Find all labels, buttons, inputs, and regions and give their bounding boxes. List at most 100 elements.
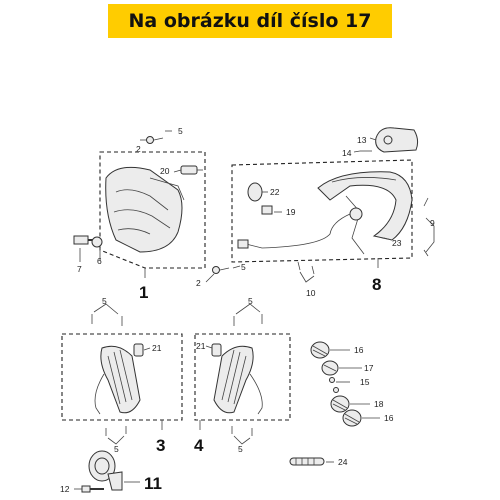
- nut-top: [146, 136, 154, 144]
- headlight-lens-line: [117, 228, 151, 235]
- screw-10b: [311, 265, 315, 275]
- callout-3: 3: [156, 436, 165, 455]
- headlight-housing: [105, 166, 183, 253]
- tail-light-housing: [317, 171, 413, 241]
- tail-light-assembly: 22 19 23 9 10 8: [231, 159, 435, 298]
- reflector-parts: 16 17 15 18 16: [310, 341, 394, 427]
- headlight-lens-line: [115, 189, 169, 211]
- screw-bottom: [219, 267, 230, 271]
- leader-line: [205, 345, 213, 349]
- screw-9-top: [423, 197, 429, 207]
- callout-1: 1: [139, 283, 148, 302]
- callout-8: 8: [372, 275, 381, 294]
- callout-22: 22: [270, 187, 280, 197]
- callout-6: 6: [97, 256, 102, 266]
- reflector-texture: [344, 413, 360, 425]
- tail-light-detail: [331, 177, 397, 255]
- callout-4: 4: [194, 436, 204, 455]
- callout-10: 10: [306, 288, 316, 298]
- leader-line: [233, 435, 251, 445]
- reflector-texture: [323, 364, 337, 372]
- right-indicator-stripes: [221, 349, 247, 405]
- tail-light-group-box: [231, 159, 413, 263]
- reflector-texture: [332, 399, 348, 411]
- reflector-texture: [312, 345, 328, 357]
- part-24: 24: [289, 457, 348, 467]
- title-banner: Na obrázku díl číslo 17: [108, 4, 392, 38]
- callout-5: 5: [241, 262, 246, 272]
- callout-2: 2: [136, 144, 141, 154]
- leader-line: [299, 271, 315, 283]
- tail-bulb: [247, 182, 263, 202]
- bolt-head: [73, 235, 89, 245]
- callout-5: 5: [102, 296, 107, 306]
- washer: [91, 236, 103, 248]
- leader-line: [232, 265, 241, 269]
- callout-21: 21: [152, 343, 162, 353]
- callout-19: 19: [286, 207, 296, 217]
- horn-bolt-head: [81, 485, 91, 493]
- leader-line: [143, 347, 151, 351]
- callout-11: 11: [144, 474, 162, 493]
- nut-15b: [333, 387, 339, 393]
- callout-7: 7: [77, 264, 82, 274]
- screw-top: [153, 137, 164, 141]
- license-light-assembly: 13 14: [342, 127, 419, 158]
- nut-bottom: [212, 266, 220, 274]
- headlight-group-box: [99, 151, 206, 269]
- headlight-lens-line: [113, 209, 171, 229]
- left-indicator-wire: [94, 373, 105, 415]
- callout-18: 18: [374, 399, 384, 409]
- callout-23: 23: [392, 238, 402, 248]
- callout-21: 21: [196, 341, 206, 351]
- leader-line: [173, 169, 182, 173]
- left-indicator-assembly: 5 21 5 3: [61, 296, 183, 455]
- callout-5: 5: [238, 444, 243, 454]
- tail-light-socket: [349, 207, 363, 221]
- callout-5: 5: [178, 126, 183, 136]
- leader-line: [383, 237, 393, 241]
- title-text: Na obrázku díl číslo 17: [128, 10, 372, 32]
- callout-2: 2: [196, 278, 201, 288]
- horn-center: [94, 457, 110, 475]
- cable-tie-ribs: [295, 458, 315, 465]
- horn-bracket: [107, 471, 123, 491]
- headlight-back-line: [149, 177, 185, 201]
- left-indicator-stripes: [107, 349, 133, 405]
- headlight-assembly: 5 2 20 7 6 2 5 1: [73, 126, 246, 302]
- leader-line: [205, 273, 215, 283]
- callout-24: 24: [338, 457, 348, 467]
- callout-13: 13: [357, 135, 367, 145]
- callout-16: 16: [384, 413, 394, 423]
- screw-10a: [297, 261, 301, 271]
- callout-9: 9: [430, 218, 435, 228]
- license-light-lens: [383, 135, 393, 145]
- leader-line: [235, 303, 261, 315]
- callout-12: 12: [60, 484, 70, 494]
- right-indicator-bulb: [211, 343, 222, 357]
- leader-line: [353, 150, 361, 153]
- callout-14: 14: [342, 148, 352, 158]
- screw-9-bottom: [423, 249, 429, 257]
- leader-line: [107, 435, 125, 445]
- nut-15a: [329, 377, 335, 383]
- leader-line: [369, 137, 377, 141]
- tail-light-wire: [245, 213, 351, 249]
- callout-20: 20: [160, 166, 170, 176]
- horn-assembly: 12 11: [60, 450, 162, 494]
- cable-tie: [289, 457, 325, 466]
- left-indicator-box: [61, 333, 183, 421]
- headlight-bulb: [180, 165, 198, 175]
- tail-light-connector: [237, 239, 249, 249]
- right-indicator-assembly: 5 21 5 4: [194, 296, 291, 455]
- bulb-socket: [261, 205, 273, 215]
- leader-line: [93, 303, 119, 315]
- callout-17: 17: [364, 363, 374, 373]
- right-indicator-wire: [249, 373, 263, 415]
- callout-16: 16: [354, 345, 364, 355]
- callout-15: 15: [360, 377, 370, 387]
- license-light-body: [375, 127, 419, 153]
- callout-5: 5: [248, 296, 253, 306]
